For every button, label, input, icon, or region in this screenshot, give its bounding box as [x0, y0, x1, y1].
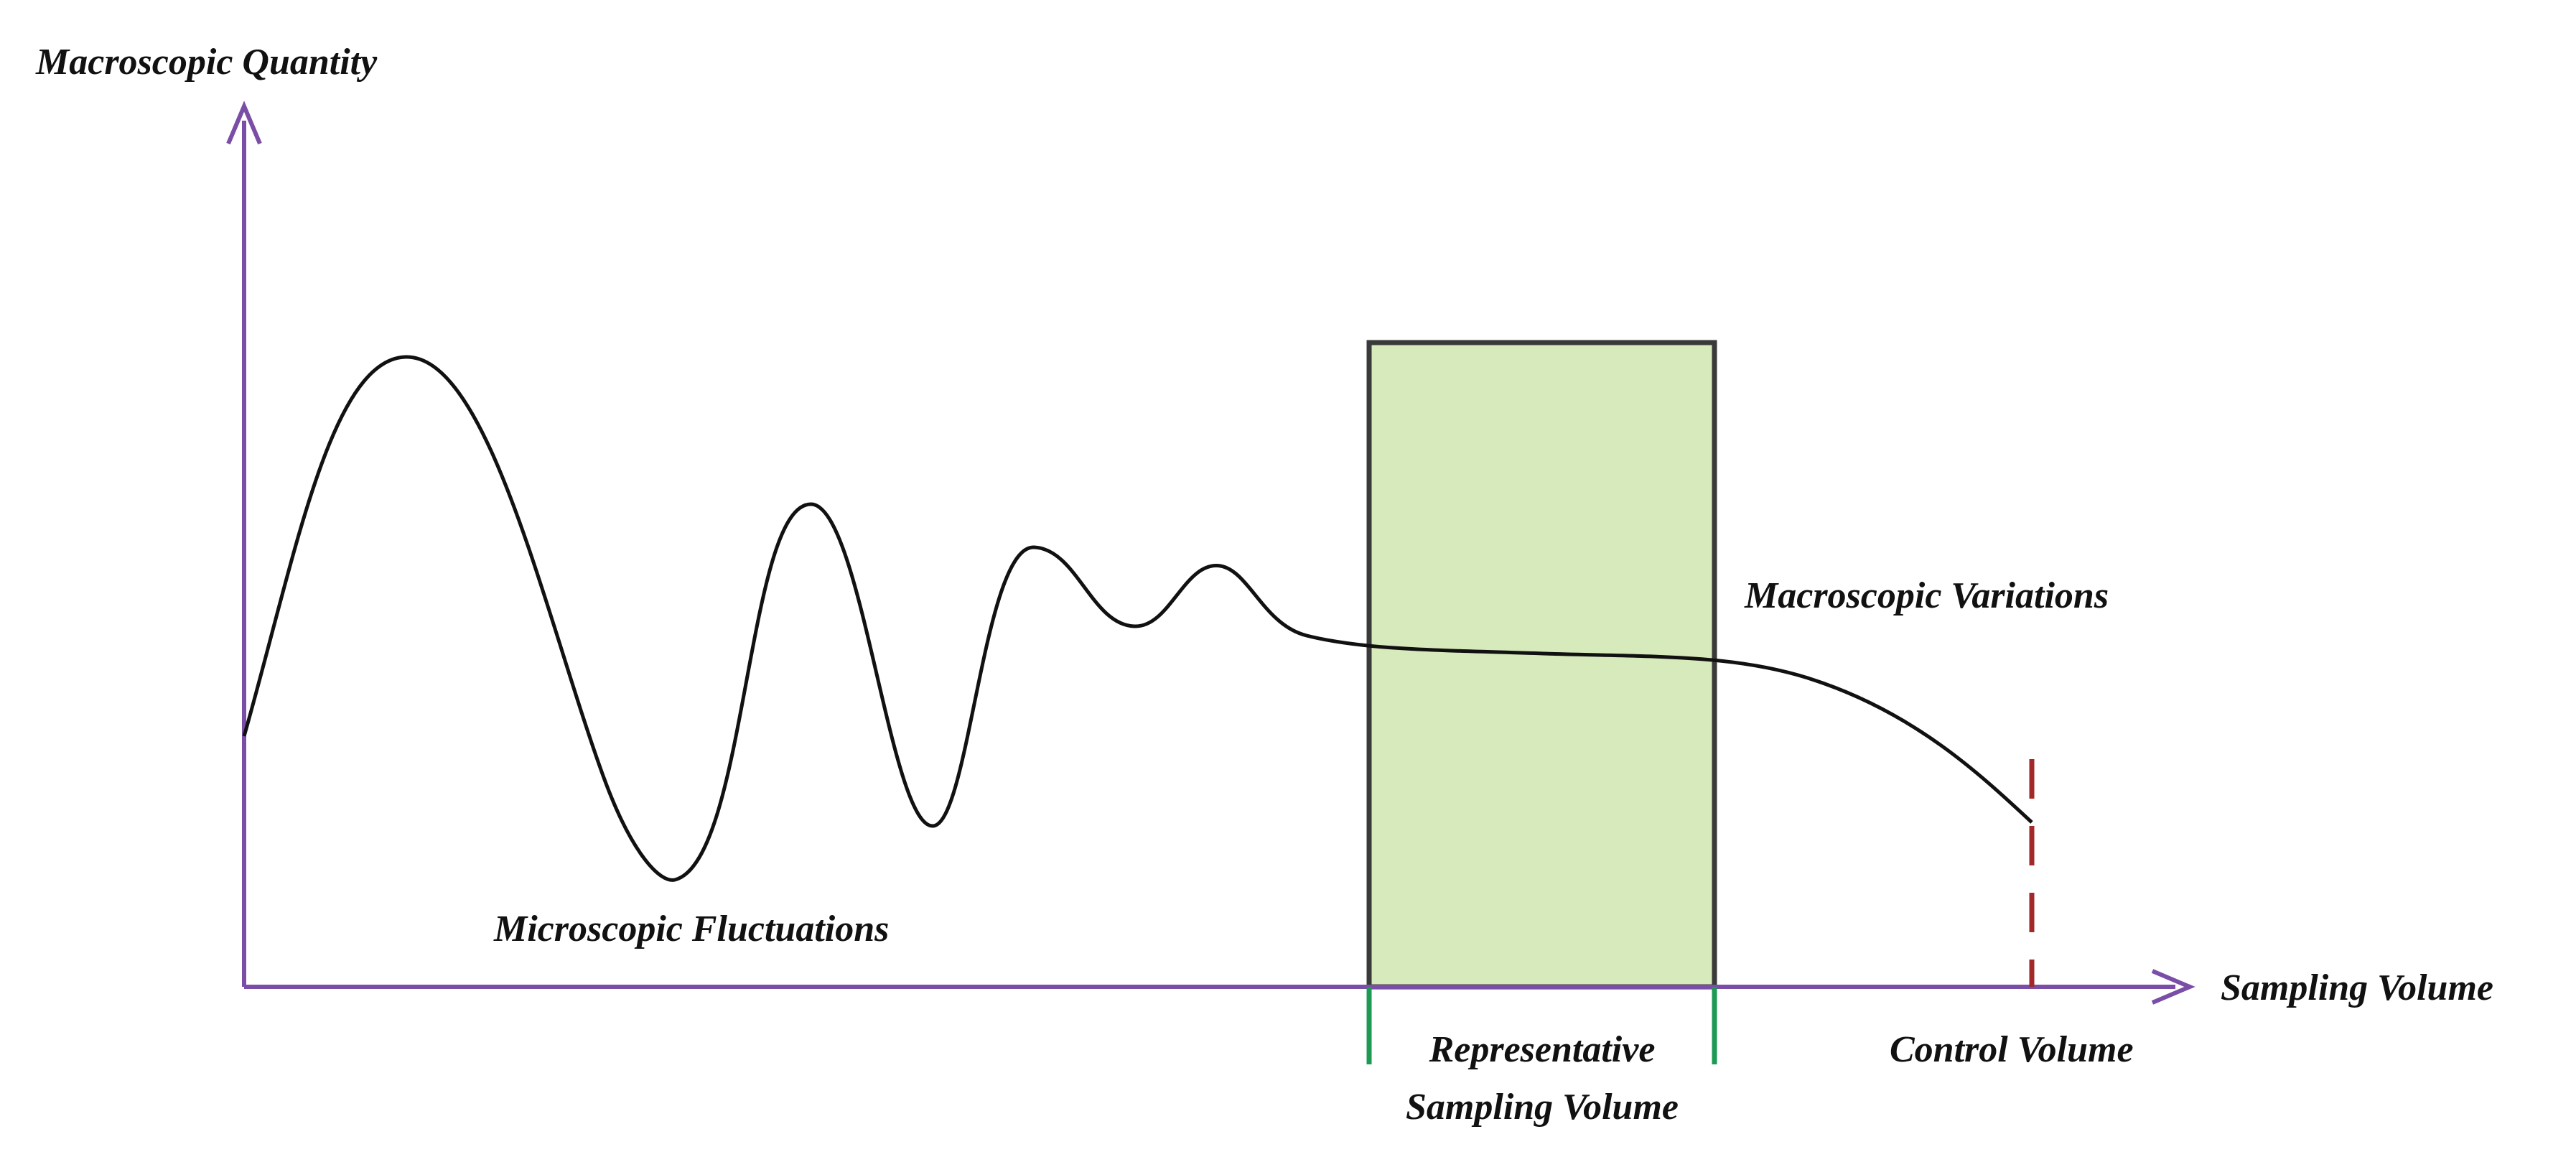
microscopic-fluctuations-label: Microscopic Fluctuations: [493, 909, 889, 949]
control-volume-label: Control Volume: [1890, 1029, 2134, 1070]
macroscopic-quantity-curve: [242, 355, 2033, 882]
y-axis-arrowhead: [226, 101, 262, 145]
macroscopic-variations-label: Macroscopic Variations: [1744, 575, 2109, 616]
representative-volume-label-line1: Representative: [1429, 1029, 1656, 1070]
representative-volume-label-line2: Sampling Volume: [1406, 1087, 1679, 1128]
x-axis-arrowhead: [2151, 969, 2195, 1005]
x-axis-label: Sampling Volume: [2221, 967, 2493, 1008]
representative-volume-box: [1366, 340, 1717, 990]
y-axis-label: Macroscopic Quantity: [35, 42, 378, 83]
